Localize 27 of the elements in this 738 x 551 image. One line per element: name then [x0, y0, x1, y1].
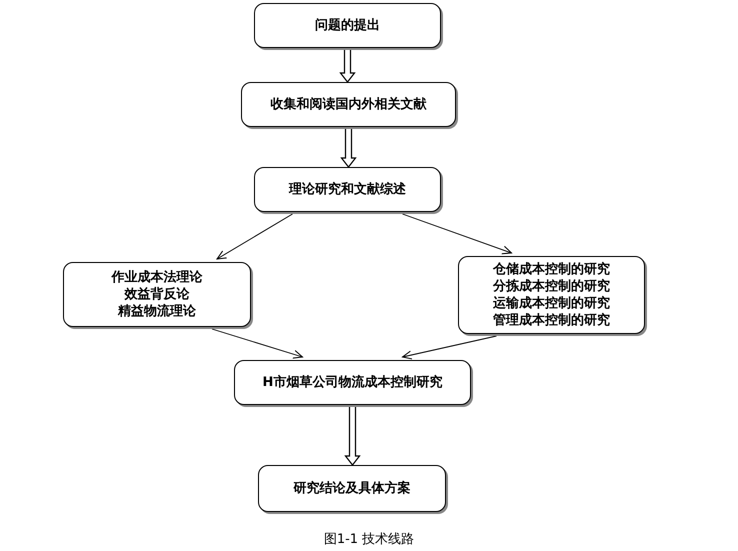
box-text: 作业成本法理论: [112, 269, 202, 286]
arrow: [212, 328, 303, 359]
double-arrow: [344, 404, 361, 466]
arrow: [402, 214, 512, 254]
box-text: 分拣成本控制的研究: [493, 278, 610, 295]
box-text: 收集和阅读国内外相关文献: [270, 96, 426, 113]
double-arrow: [340, 126, 357, 168]
box-text: 效益背反论: [124, 286, 190, 303]
box-text: 研究结论及具体方案: [294, 480, 410, 497]
arrow: [216, 214, 293, 260]
box-text: 运输成本控制的研究: [493, 295, 610, 312]
box-text: 问题的提出: [315, 17, 380, 34]
process-box: [254, 3, 441, 48]
double-arrow: [339, 47, 356, 83]
box-text: 管理成本控制的研究: [493, 312, 610, 329]
box-text: H市烟草公司物流成本控制研究: [262, 374, 442, 391]
figure-caption: 图1-1 技术线路: [322, 531, 416, 548]
process-box: [234, 360, 471, 405]
process-box: [254, 167, 441, 212]
process-box: [63, 262, 251, 327]
arrow: [402, 336, 497, 360]
process-box: [258, 465, 446, 512]
process-box: [241, 82, 456, 127]
box-text: 理论研究和文献综述: [289, 181, 406, 198]
box-text: 仓储成本控制的研究: [493, 261, 610, 278]
box-text: 精益物流理论: [118, 303, 196, 320]
process-box: [458, 256, 645, 334]
